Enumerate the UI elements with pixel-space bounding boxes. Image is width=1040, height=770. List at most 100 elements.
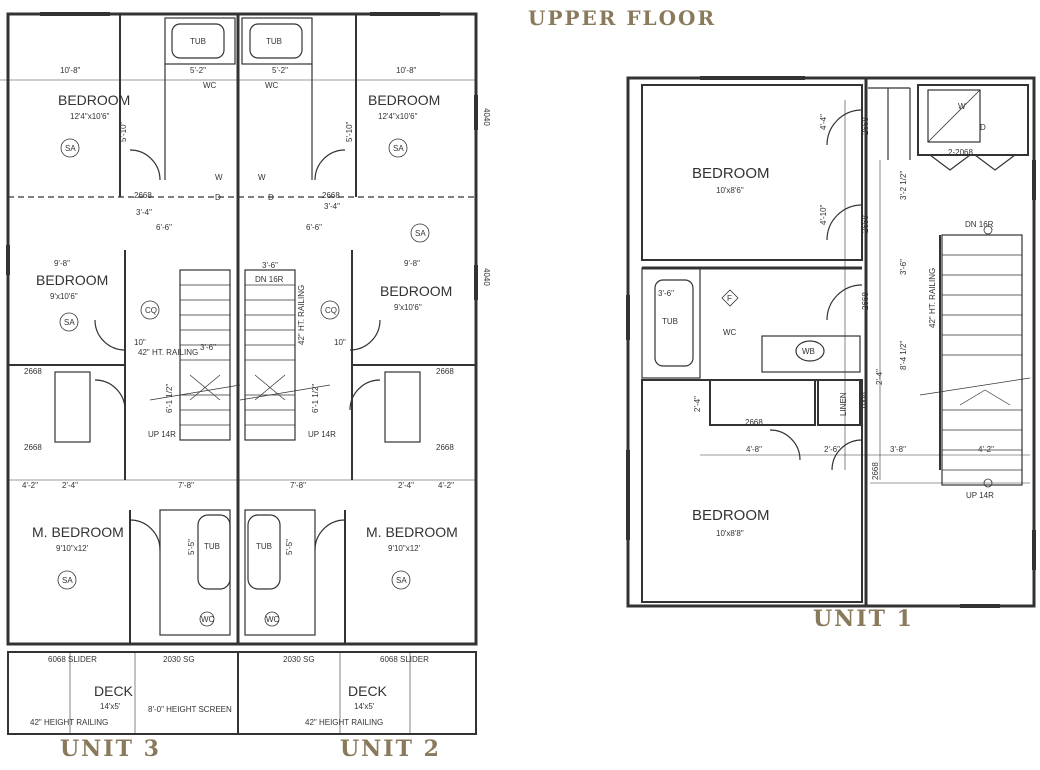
u1-dn-label: DN 16R [965, 220, 994, 229]
u1-dim-3-6b: 3'-6" [658, 289, 674, 298]
dim-3-6-a: 3'-6" [200, 343, 216, 352]
dim-2-4-b: 2'-4" [398, 481, 414, 490]
upper-floor-heading: UPPER FLOOR [528, 6, 717, 30]
dim-4-2-b: 4'-2" [438, 481, 454, 490]
dim-5-5-a: 5'-5" [187, 539, 196, 555]
unit1-plan-walls [626, 76, 1036, 608]
u1-dim-3-6: 3'-6" [899, 259, 908, 275]
dryer-label-b: D [268, 193, 274, 202]
dim-6-1-b: 6'-1 1/2" [311, 384, 320, 413]
wc-label-c: WC [201, 615, 215, 624]
u1-ht-railing-label: 42" HT. RAILING [928, 268, 937, 328]
ht-railing-label-b: 42" HT. RAILING [297, 285, 306, 345]
u1-dim-4-4: 4'-4" [819, 114, 828, 130]
deck-b-size: 14'x5' [354, 702, 375, 711]
railing-label-b: 42" HEIGHT RAILING [305, 718, 383, 727]
u1-dim-4-2: 4'-2" [978, 445, 994, 454]
u1-closet-door-label: 2-2068 [948, 148, 973, 157]
dim-4040-a: 4040 [482, 108, 491, 126]
u1-dim-4-10: 4'-10" [819, 204, 828, 225]
unit-3-heading: UNIT 3 [60, 736, 161, 762]
master-a-size: 9'10"x12' [56, 544, 89, 553]
cq-label-a: CQ [145, 306, 157, 315]
master-b-size: 9'10"x12' [388, 544, 421, 553]
u1-dryer-label: D [980, 123, 986, 132]
u1-wb-label: WB [802, 347, 815, 356]
railing-label-a: 42" HEIGHT RAILING [30, 718, 108, 727]
unit-1-heading: UNIT 1 [813, 606, 914, 632]
u1-dim-3-2: 3'-2 1/2" [899, 171, 908, 200]
bedroom-a-size: 12'4"x10'6" [70, 112, 110, 121]
door-2668-d: 2668 [436, 367, 454, 376]
door-2668-c: 2668 [24, 367, 42, 376]
u1-up-label: UP 14R [966, 491, 994, 500]
dim-5-10-b: 5'-10" [345, 121, 354, 142]
washer-label-a: W [215, 173, 223, 182]
up-label-a: UP 14R [148, 430, 176, 439]
u1-dim-1668: 1668 [859, 392, 868, 410]
deck-b-label: DECK [348, 683, 388, 699]
master-b-label: M. BEDROOM [366, 524, 458, 540]
cq-label-b: CQ [325, 306, 337, 315]
sa-label-d: SA [415, 229, 426, 238]
sg-label-a: 2030 SG [163, 655, 195, 664]
up-label-b: UP 14R [308, 430, 336, 439]
door-2668-f: 2668 [436, 443, 454, 452]
door-2668-e: 2668 [24, 443, 42, 452]
u1-bedroom-bottom-label: BEDROOM [692, 507, 770, 524]
dim-4040-b: 4040 [482, 268, 491, 286]
unit-2-heading: UNIT 2 [340, 736, 441, 762]
dim-2-4-a: 2'-4" [62, 481, 78, 490]
tub-label-d: TUB [256, 542, 272, 551]
u1-door-2668-e: 2668 [871, 462, 880, 480]
tub-label-a: TUB [190, 37, 206, 46]
dim-5-10-a: 5'-10" [119, 121, 128, 142]
dim-7-8-a: 7'-8" [178, 481, 194, 490]
slider-label-b: 6068 SLIDER [380, 655, 429, 664]
dn-label-left: DN 16R [255, 275, 284, 284]
dim-9-8-b: 9'-8" [404, 259, 420, 268]
sa-label-b: SA [393, 144, 404, 153]
screen-label: 8'-0" HEIGHT SCREEN [148, 705, 232, 714]
dim-4-2-a: 4'-2" [22, 481, 38, 490]
bedroom-c-label: BEDROOM [36, 272, 108, 288]
u1-door-2668-a: 2668 [861, 117, 870, 135]
sa-label-a: SA [65, 144, 76, 153]
u1-dim-8-4: 8'-4 1/2" [899, 341, 908, 370]
bedroom-b-label: BEDROOM [368, 92, 440, 108]
dim-9-8-a: 9'-8" [54, 259, 70, 268]
dim-3-4-a: 3'-4" [136, 208, 152, 217]
u1-dim-4-8: 4'-8" [746, 445, 762, 454]
sa-label-e: SA [62, 576, 73, 585]
bedroom-a-label: BEDROOM [58, 92, 130, 108]
sa-label-c: SA [64, 318, 75, 327]
u1-bedroom-bottom-size: 10'x8'8" [716, 529, 744, 538]
u1-wc-label: WC [723, 328, 737, 337]
dim-6-6-b: 6'-6" [306, 223, 322, 232]
u1-dim-2-4: 2'-4" [693, 396, 702, 412]
u1-bedroom-top-size: 10'x8'6" [716, 186, 744, 195]
fixture-symbols [57, 138, 993, 627]
tub-label-c: TUB [204, 542, 220, 551]
master-a-label: M. BEDROOM [32, 524, 124, 540]
u1-dim-3-8: 3'-8" [890, 445, 906, 454]
u1-dim-2-6: 2'-6" [824, 445, 840, 454]
u1-f-label: F [727, 294, 732, 303]
dim-5-5-b: 5'-5" [285, 539, 294, 555]
u1-door-2668-d: 2668 [745, 418, 763, 427]
u1-washer-label: W [958, 102, 966, 111]
slider-label-a: 6068 SLIDER [48, 655, 97, 664]
dim-10-a: 10" [134, 338, 146, 347]
dim-7-8-b: 7'-8" [290, 481, 306, 490]
dim-5-2-a: 5'-2" [190, 66, 206, 75]
wc-label-d: WC [266, 615, 280, 624]
u1-door-2668-c: 2668 [861, 292, 870, 310]
wc-label-a: WC [203, 81, 217, 90]
sa-label-f: SA [396, 576, 407, 585]
bedroom-d-label: BEDROOM [380, 283, 452, 299]
left-plan-walls [0, 12, 478, 735]
u1-tub-label: TUB [662, 317, 678, 326]
bedroom-b-size: 12'4"x10'6" [378, 112, 418, 121]
door-2668-b: 2668 [322, 191, 340, 200]
